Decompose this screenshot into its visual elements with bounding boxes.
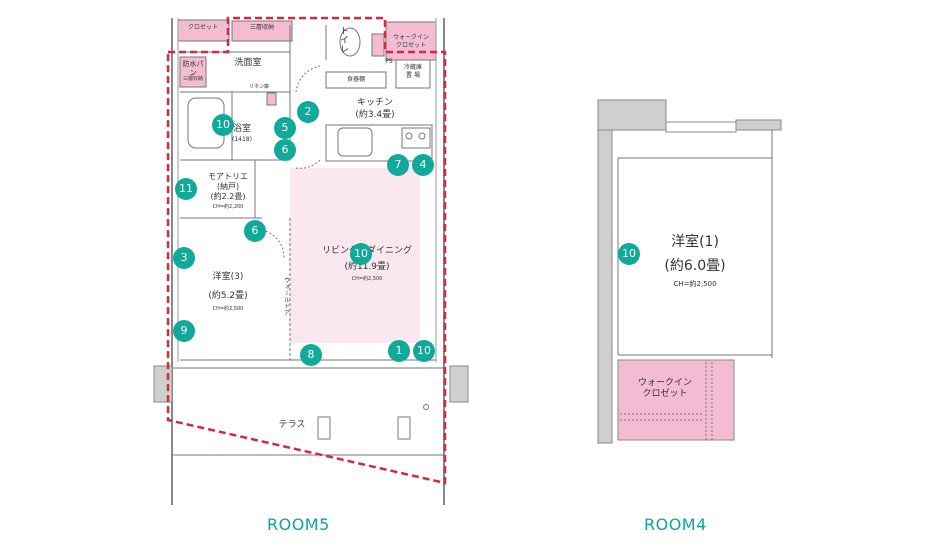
marker-10-room4[interactable]: 10 xyxy=(618,243,640,265)
storage-top-label: 三層収納 xyxy=(249,24,274,31)
laundry-pan-label: 防水パン xyxy=(182,60,204,77)
wic-label-room4: ウォークイン クロゼット xyxy=(637,378,692,400)
bath-label: 浴室 xyxy=(232,124,251,134)
top-storage-fill xyxy=(231,20,293,42)
room4-wall-left xyxy=(597,99,613,444)
marker-11[interactable]: 11 xyxy=(175,178,197,200)
marker-1[interactable]: 1 xyxy=(388,340,410,362)
room4-wall-top-right xyxy=(735,119,782,131)
marker-10-living[interactable]: 10 xyxy=(350,243,372,265)
marker-5[interactable]: 5 xyxy=(274,117,296,139)
room4-wic-fill xyxy=(617,359,735,441)
fridge-label: 冷蔵庫 置 場 xyxy=(403,64,422,79)
marker-10-terrace[interactable]: 10 xyxy=(413,340,435,362)
room4-caption: ROOM4 xyxy=(644,515,707,534)
western3-ch-label: CH=約2,500 xyxy=(212,306,244,312)
room4-wall-top xyxy=(597,99,667,131)
marker-4[interactable]: 4 xyxy=(412,154,434,176)
western1-ch-label: CH=約2,500 xyxy=(673,280,717,288)
kitchen-size-label: (約3.4畳) xyxy=(355,110,395,120)
atelier-label: モアトリエ (納戸) (約2.2畳) xyxy=(208,172,248,201)
marker-8[interactable]: 8 xyxy=(300,344,322,366)
marker-7[interactable]: 7 xyxy=(387,154,409,176)
western3-label: 洋室(3) xyxy=(212,272,244,282)
linen-label: リネン庫 xyxy=(248,84,269,90)
laundry-fill xyxy=(179,56,207,88)
kitchen-label: キッチン xyxy=(356,98,393,108)
ps-label: PS xyxy=(385,58,393,65)
terrace-label: テラス xyxy=(278,420,306,430)
wic-label-room5: ウォークイン クロゼット xyxy=(392,34,429,49)
linen-fill xyxy=(266,92,277,106)
pantry-label: 食器棚 xyxy=(346,76,365,83)
western1-size-label: (約6.0畳) xyxy=(664,258,726,274)
atelier-ch-label: CH=約2,200 xyxy=(212,204,244,210)
marker-6-atelier[interactable]: 6 xyxy=(244,220,266,242)
marker-9[interactable]: 9 xyxy=(173,320,195,342)
living-ch-label: CH=約2,500 xyxy=(351,276,383,282)
closet-top-label: クロゼット xyxy=(187,24,218,31)
marker-10-bath[interactable]: 10 xyxy=(212,114,234,136)
marker-6-kitchen[interactable]: 6 xyxy=(274,139,296,161)
living-size-label: (約11.9畳) xyxy=(344,262,390,272)
laundry-storage-label: 三層収納 xyxy=(182,76,203,82)
room5-caption: ROOM5 xyxy=(267,515,330,534)
toilet-label: トイレ xyxy=(338,26,348,53)
washroom-label: 洗面室 xyxy=(234,58,262,68)
western1-label: 洋室(1) xyxy=(671,234,719,250)
toilet-tank-fill xyxy=(371,33,385,57)
room4-plan xyxy=(597,99,782,444)
wall-door-label: ウォールドア xyxy=(282,276,290,316)
bath-size-label: (1418) xyxy=(232,136,252,143)
marker-2[interactable]: 2 xyxy=(297,101,319,123)
room4-window xyxy=(665,121,737,133)
western3-size-label: (約5.2畳) xyxy=(208,291,248,301)
marker-3[interactable]: 3 xyxy=(173,247,195,269)
room5-highlight-outline xyxy=(166,16,447,485)
